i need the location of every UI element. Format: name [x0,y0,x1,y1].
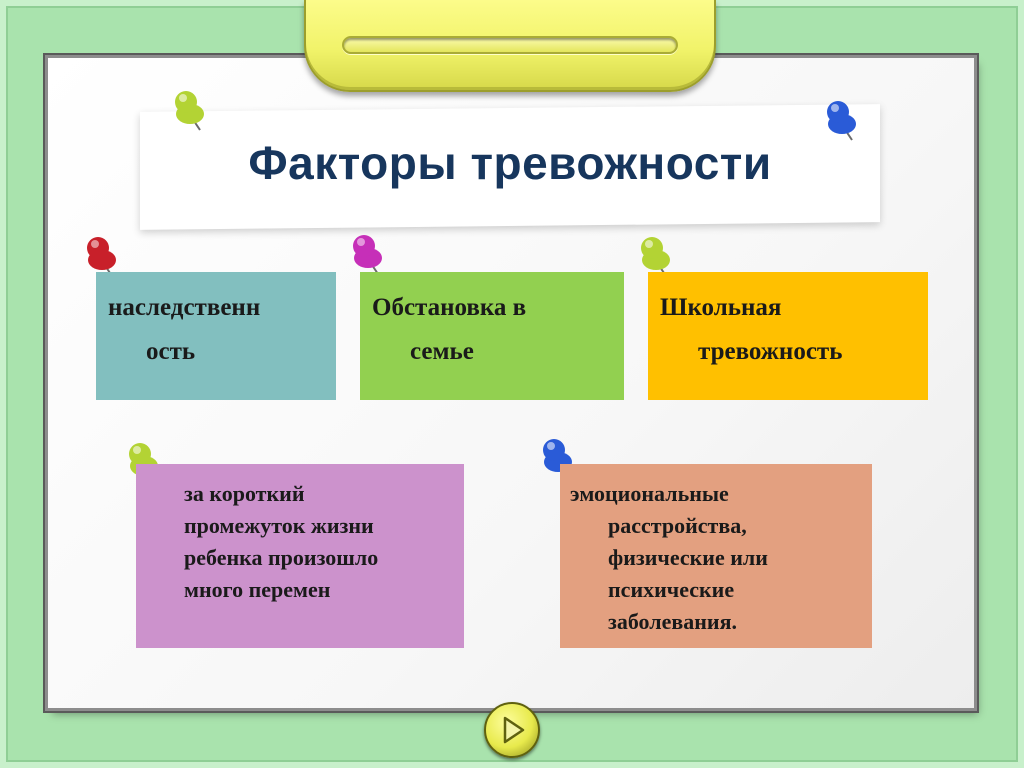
detail-card-line: физические или [608,545,768,570]
factor-card-family: Обстановка в семье [360,272,624,400]
factor-card-heredity: наследственн ость [96,272,336,400]
detail-card-disorders: эмоциональные расстройства, физические и… [560,464,872,648]
pushpin-icon [175,91,204,131]
binder-clip [304,0,716,92]
factor-card-line: семье [410,338,474,365]
factor-card-line: тревожность [698,338,843,365]
factor-card-line: наследственн [108,294,261,321]
play-arrow-icon [503,716,525,744]
slide-title: Факторы тревожности [248,137,772,189]
detail-card-line: эмоциональные [570,481,729,506]
pushpin-icon [87,237,116,277]
detail-card-line: психические [608,577,735,602]
factor-card-line: Обстановка в [372,294,527,321]
pushpin-icon [641,237,670,277]
detail-card-line: за короткий [184,481,305,506]
pushpin-icon [827,101,856,141]
binder-clip-slot [342,36,678,54]
detail-card-line: ребенка произошло [184,545,379,570]
detail-card-changes: за короткий промежуток жизни ребенка про… [136,464,464,648]
detail-card-line: много перемен [184,577,331,602]
factor-card-line: Школьная [660,294,782,321]
factor-card-line: ость [146,338,196,365]
pushpin-icon [353,235,382,275]
factor-card-school: Школьная тревожность [648,272,928,400]
detail-card-line: расстройства, [608,513,747,538]
detail-card-line: заболевания. [608,609,738,634]
detail-card-line: промежуток жизни [184,513,374,538]
next-slide-button[interactable] [484,702,540,758]
